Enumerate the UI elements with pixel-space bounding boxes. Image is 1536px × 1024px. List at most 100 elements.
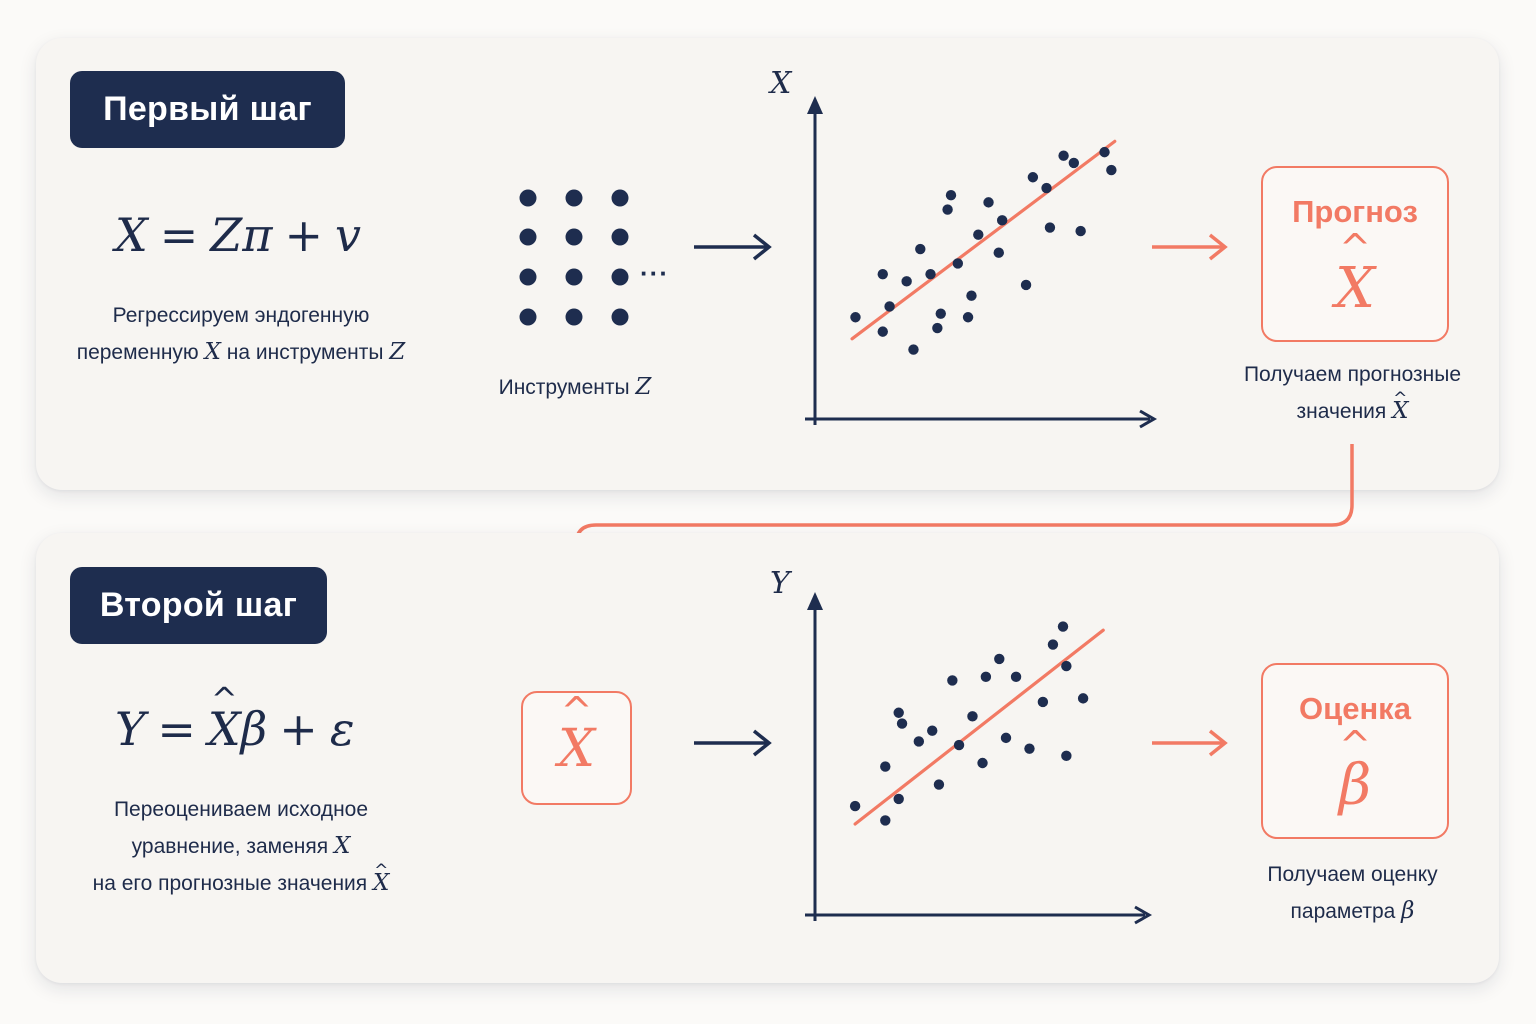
data-point <box>877 268 888 280</box>
data-point <box>933 779 945 790</box>
data-point <box>908 344 919 355</box>
y-axis-arrowhead <box>807 96 823 114</box>
instrument-dot <box>519 228 537 246</box>
formula-beta: β <box>240 702 268 756</box>
data-point <box>983 197 994 208</box>
formula-plus: + <box>279 702 318 756</box>
data-point <box>1061 750 1072 762</box>
data-point <box>896 718 908 729</box>
desc-line-1: Регрессируем эндогенную <box>112 304 370 327</box>
x-axis-arrowhead <box>1134 905 1153 925</box>
data-point <box>973 229 984 240</box>
data-point <box>884 301 895 312</box>
data-point <box>962 312 974 323</box>
data-point <box>935 308 946 319</box>
data-point <box>945 190 957 201</box>
first-step-badge: Первый шаг <box>70 71 345 148</box>
instruments-dot-grid <box>519 189 629 326</box>
formula-term-zpi: Zπ <box>210 208 273 262</box>
data-point <box>993 247 1004 258</box>
data-point <box>942 204 953 215</box>
data-point <box>1057 621 1069 632</box>
data-point <box>850 312 861 323</box>
formula-equals: = <box>159 208 199 262</box>
formula-epsilon: ε <box>329 702 355 756</box>
data-point <box>1099 146 1110 158</box>
beta-hat-symbol: β <box>1339 753 1371 818</box>
data-point <box>1075 225 1086 237</box>
data-point <box>880 815 891 826</box>
data-point <box>1047 639 1059 650</box>
data-point <box>1000 732 1012 744</box>
data-point <box>1010 671 1022 683</box>
y-axis-arrowhead <box>807 592 823 610</box>
data-point <box>977 757 988 769</box>
data-point <box>1027 172 1039 183</box>
x-hat-input-box: X <box>521 691 632 805</box>
estimate-caption: Получаем оценку параметра β <box>1267 863 1438 924</box>
instrument-dot <box>565 189 583 207</box>
first-stage-formula: X=Zπ+v <box>115 208 361 262</box>
data-point <box>1020 279 1032 291</box>
chart2-y-axis-label: Y <box>770 566 790 601</box>
data-point <box>947 675 958 686</box>
var-x: X <box>333 833 351 859</box>
data-point <box>1024 743 1035 754</box>
instrument-dot <box>611 268 629 286</box>
instrument-dot <box>519 189 537 207</box>
data-point <box>1041 182 1052 194</box>
estimate-title: Оценка <box>1299 691 1411 726</box>
forecast-caption: Получаем прогнозные значения X <box>1220 356 1485 430</box>
data-point <box>880 761 891 772</box>
data-point <box>901 276 912 287</box>
arrow-right-icon <box>694 729 772 757</box>
data-point <box>932 322 943 334</box>
var-x: X <box>204 339 221 365</box>
x-hat-symbol: X <box>558 719 595 779</box>
data-point <box>927 725 938 736</box>
instrument-dot <box>519 308 537 326</box>
forecast-title: Прогноз <box>1292 194 1418 229</box>
formula-lhs: X <box>115 208 148 262</box>
data-point <box>1061 660 1072 672</box>
first-step-description: Регрессируем эндогенную переменную X на … <box>56 297 426 371</box>
instrument-dot <box>565 228 583 246</box>
data-point <box>967 711 978 722</box>
instruments-ellipsis: ··· <box>640 258 669 288</box>
instrument-dot <box>611 228 629 246</box>
x-axis-arrowhead <box>1139 409 1158 429</box>
second-stage-formula: Y=Xβ+ε <box>115 702 355 756</box>
desc-line-2: переменную X на инструменты Z <box>76 339 406 365</box>
formula-lhs: Y <box>115 702 146 756</box>
var-x-hat: X <box>1392 393 1408 430</box>
formula-equals: = <box>157 702 196 756</box>
data-point <box>913 736 925 747</box>
instrument-dot <box>565 308 583 326</box>
arrow-right-icon <box>694 233 772 261</box>
data-point <box>994 653 1005 665</box>
data-point <box>915 243 926 255</box>
var-z: Z <box>635 374 652 400</box>
formula-term-v: v <box>335 208 362 262</box>
data-point <box>1068 157 1080 169</box>
second-step-description: Переоцениваем исходное уравнение, заменя… <box>56 791 426 902</box>
data-point <box>877 326 888 337</box>
data-point <box>1077 693 1089 704</box>
instrument-dot <box>565 268 583 286</box>
formula-x-hat: X <box>208 702 241 756</box>
formula-plus: + <box>284 208 324 262</box>
instruments-label: Инструменты Z <box>498 374 652 400</box>
data-point <box>966 290 977 301</box>
first-stage-scatter-chart <box>805 96 1158 429</box>
arrow-right-icon <box>1152 233 1228 261</box>
instrument-dot <box>611 189 629 207</box>
forecast-box: Прогноз X <box>1261 166 1449 342</box>
regression-line <box>853 628 1105 826</box>
regression-line <box>850 139 1117 341</box>
data-point <box>893 793 904 805</box>
var-x-hat: X <box>373 865 389 902</box>
chart1-y-axis-label: X <box>770 66 792 101</box>
data-point <box>952 258 964 269</box>
arrow-right-icon <box>1152 729 1228 757</box>
second-step-badge: Второй шаг <box>70 567 327 644</box>
